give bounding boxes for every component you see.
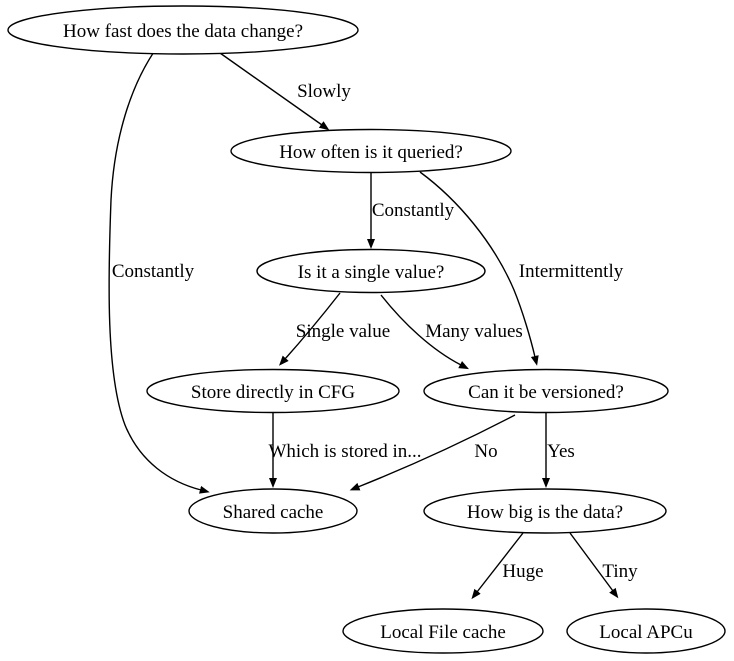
edge-label-which-is-stored-in: Which is stored in...: [268, 441, 421, 462]
edge-how-fast-to-how-often: [219, 52, 330, 131]
edge-how-often-to-versioned: [419, 171, 539, 366]
node-how-often-shape: [230, 128, 512, 174]
node-how-fast: How fast does the data change?: [7, 5, 359, 55]
edge-single-value-to-store-cfg: [278, 292, 341, 366]
node-single-value-label: Is it a single value?: [298, 262, 445, 283]
edge-how-big-to-apcu: [569, 532, 619, 599]
node-versioned-label: Can it be versioned?: [468, 382, 624, 403]
edge-label-slowly: Slowly: [297, 81, 351, 102]
edge-label-constantly-mid: Constantly: [372, 200, 455, 221]
node-file-cache-shape: [342, 608, 544, 654]
node-how-often: How often is it queried?: [230, 128, 512, 174]
node-store-cfg-label: Store directly in CFG: [191, 382, 355, 403]
node-apcu-shape: [566, 608, 726, 654]
node-file-cache-label: Local File cache: [380, 622, 506, 643]
node-store-cfg-shape: [146, 368, 400, 414]
node-how-fast-shape: [7, 5, 359, 55]
node-shared-cache-label: Shared cache: [223, 502, 324, 523]
edge-versioned-to-shared-cache: [349, 414, 516, 491]
node-single-value: Is it a single value?: [256, 248, 486, 294]
edge-label-huge: Huge: [502, 561, 543, 582]
edge-single-value-to-versioned: [380, 294, 469, 370]
node-how-big-shape: [423, 488, 667, 534]
node-apcu: Local APCu: [566, 608, 726, 654]
node-how-big-label: How big is the data?: [467, 502, 623, 523]
node-single-value-shape: [256, 248, 486, 294]
edge-how-fast-to-shared-cache: [108, 45, 210, 494]
nodes-layer: How fast does the data change? How often…: [7, 5, 726, 654]
edge-label-tiny: Tiny: [602, 561, 638, 582]
edge-how-big-to-file-cache: [471, 532, 524, 600]
node-shared-cache: Shared cache: [188, 488, 358, 534]
edge-label-yes: Yes: [547, 441, 575, 462]
edge-label-many-values: Many values: [425, 321, 523, 342]
node-how-big: How big is the data?: [423, 488, 667, 534]
edges-layer: Slowly Constantly Constantly Intermitten…: [108, 45, 638, 600]
edge-label-intermittently: Intermittently: [519, 261, 624, 282]
edge-label-constantly-left: Constantly: [112, 261, 195, 282]
node-how-often-label: How often is it queried?: [279, 142, 463, 163]
node-how-fast-label: How fast does the data change?: [63, 21, 303, 42]
node-versioned-shape: [423, 368, 669, 414]
node-store-cfg: Store directly in CFG: [146, 368, 400, 414]
edge-label-single-value: Single value: [296, 321, 390, 342]
node-versioned: Can it be versioned?: [423, 368, 669, 414]
node-file-cache: Local File cache: [342, 608, 544, 654]
node-shared-cache-shape: [188, 488, 358, 534]
node-apcu-label: Local APCu: [599, 622, 693, 643]
edge-label-no: No: [474, 441, 497, 462]
